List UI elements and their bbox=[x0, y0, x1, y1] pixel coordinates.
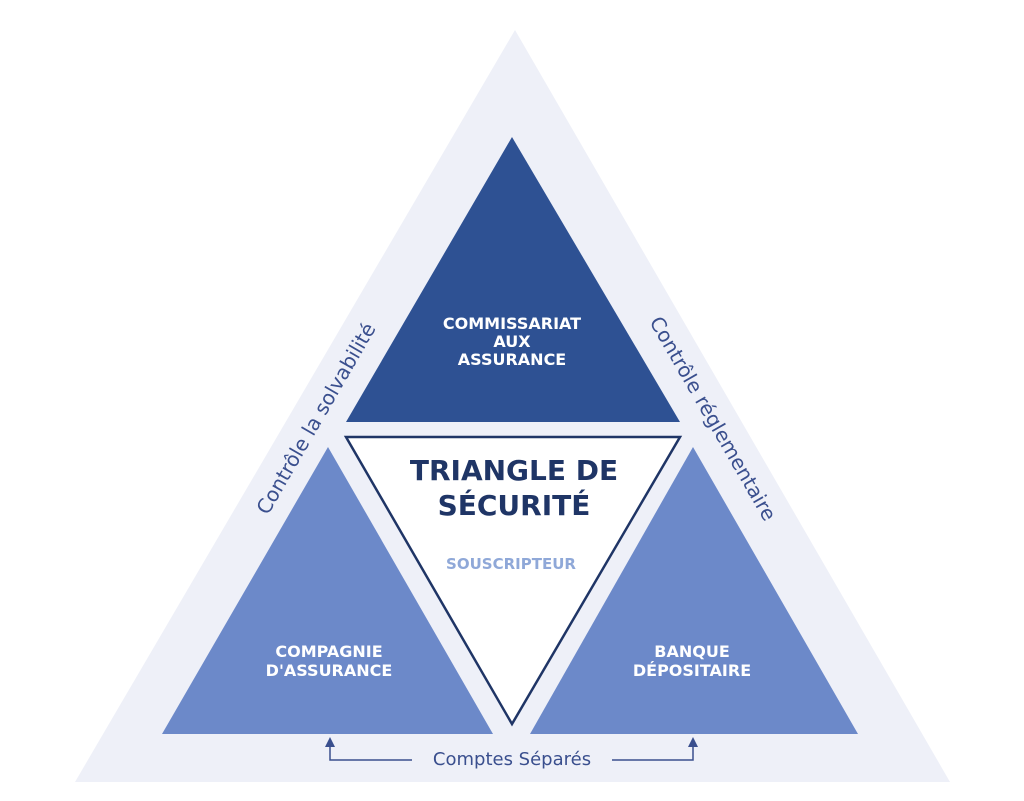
left-arrow-head bbox=[325, 737, 335, 747]
compagnie-label-line2: D'ASSURANCE bbox=[266, 661, 393, 680]
right-arrow-head bbox=[688, 737, 698, 747]
center-subtitle: SOUSCRIPTEUR bbox=[446, 555, 576, 573]
banque-label-line2: DÉPOSITAIRE bbox=[633, 661, 751, 680]
bottom-connector bbox=[325, 737, 698, 761]
banque-triangle bbox=[530, 447, 858, 734]
center-triangle bbox=[343, 435, 683, 727]
compagnie-label-line1: COMPAGNIE bbox=[275, 642, 382, 661]
commissariat-label-line2: AUX bbox=[493, 332, 531, 351]
commissariat-label-line1: COMMISSARIAT bbox=[443, 314, 581, 333]
commissariat-label-line3: ASSURANCE bbox=[458, 350, 566, 369]
center-title-line1: TRIANGLE DE bbox=[410, 454, 618, 487]
commissariat-triangle bbox=[346, 137, 680, 422]
compagnie-triangle bbox=[162, 447, 493, 734]
banque-label-line1: BANQUE bbox=[654, 642, 730, 661]
bottom-label: Comptes Séparés bbox=[433, 749, 591, 770]
center-title-line2: SÉCURITÉ bbox=[438, 488, 591, 522]
right-arrow-line bbox=[612, 742, 694, 761]
left-arrow-line bbox=[329, 742, 412, 761]
